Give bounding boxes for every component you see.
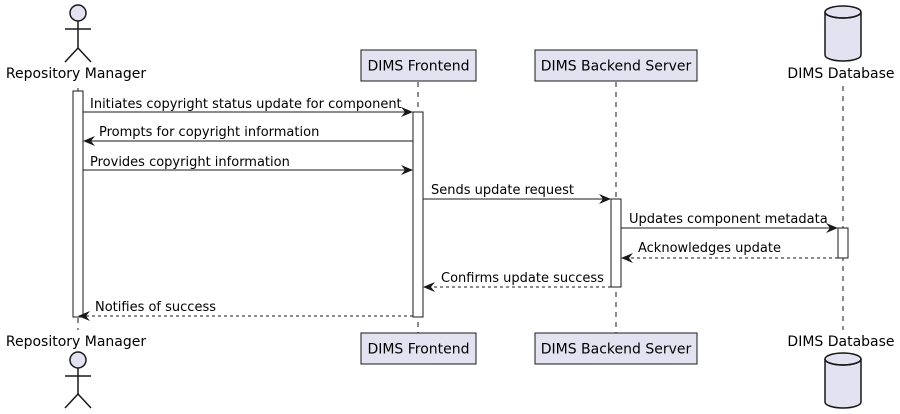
message-label: Sends update request — [431, 183, 574, 198]
participant-dims-backend-server-bottom: DIMS Backend Server — [534, 332, 698, 365]
participants-bottom: Repository Manager DIMS Frontend DIMS Ba… — [6, 332, 895, 409]
lifelines — [77, 82, 844, 334]
database-icon — [824, 5, 862, 62]
message-label: Acknowledges update — [638, 241, 781, 256]
message-label: Provides copyright information — [90, 155, 290, 170]
message-label: Initiates copyright status update for co… — [90, 97, 402, 112]
actor-icon — [64, 351, 92, 409]
message-4: Sends update request — [423, 183, 611, 204]
participant-label: DIMS Backend Server — [541, 342, 692, 358]
participant-dims-frontend-top: DIMS Frontend — [360, 49, 477, 82]
message-2: Prompts for copyright information — [83, 125, 413, 146]
participant-box — [360, 49, 477, 82]
participant-dims-backend-server-top: DIMS Backend Server — [534, 49, 698, 82]
actor-repository-manager-top: Repository Manager — [6, 4, 147, 82]
messages: Initiates copyright status update for co… — [78, 97, 838, 321]
participant-dims-frontend-bottom: DIMS Frontend — [360, 332, 477, 365]
participant-label: Repository Manager — [6, 334, 147, 350]
participant-label: DIMS Backend Server — [541, 59, 692, 75]
message-label: Prompts for copyright information — [99, 125, 319, 140]
participant-label: DIMS Database — [787, 334, 894, 350]
participant-label: DIMS Frontend — [367, 342, 469, 358]
participant-box — [360, 332, 477, 365]
database-icon — [824, 352, 862, 409]
message-label: Updates component metadata — [629, 212, 828, 227]
activation-repository-manager — [72, 90, 84, 318]
message-8: Notifies of success — [78, 300, 413, 321]
activation-bars — [72, 90, 849, 318]
message-3: Provides copyright information — [83, 155, 413, 175]
participant-label: DIMS Database — [787, 66, 894, 82]
participant-dims-database-top: DIMS Database — [787, 5, 895, 82]
participants-top: Repository Manager DIMS Frontend DIMS Ba… — [6, 4, 895, 82]
message-7: Confirms update success — [423, 271, 611, 292]
participant-label: DIMS Frontend — [367, 59, 469, 75]
actor-repository-manager-bottom: Repository Manager — [6, 334, 147, 409]
message-6: Acknowledges update — [621, 241, 838, 263]
message-label: Notifies of success — [95, 300, 216, 315]
activation-dims-backend-server — [610, 198, 622, 288]
activation-dims-frontend — [412, 111, 424, 318]
participant-box — [534, 332, 698, 365]
message-1: Initiates copyright status update for co… — [83, 97, 413, 117]
message-label: Confirms update success — [441, 271, 604, 286]
participant-label: Repository Manager — [6, 66, 147, 82]
actor-icon — [64, 4, 92, 63]
message-5: Updates component metadata — [621, 212, 838, 233]
participant-dims-database-bottom: DIMS Database — [787, 334, 895, 409]
activation-dims-database — [837, 227, 849, 259]
participant-box — [534, 49, 698, 82]
